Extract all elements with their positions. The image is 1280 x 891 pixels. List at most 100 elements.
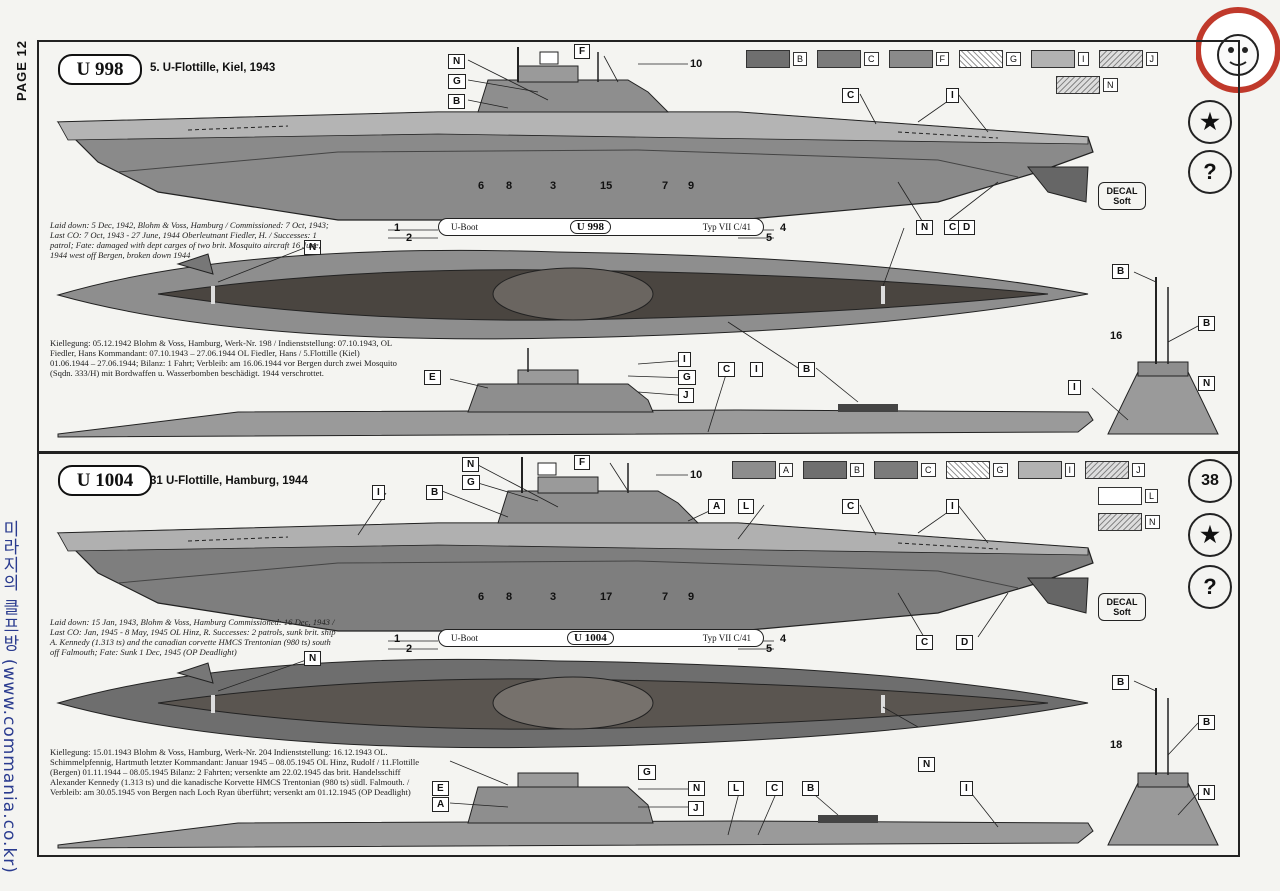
swatch-a: A xyxy=(732,461,794,479)
callout-l: L xyxy=(738,499,755,514)
callout-b-3: B xyxy=(1112,675,1130,690)
warning-icon: ★ xyxy=(1188,100,1232,144)
decal-tower: 16 xyxy=(1110,330,1123,342)
strip-mid: U 1004 xyxy=(567,631,614,645)
decal-soft-label: DECAL Soft xyxy=(1098,593,1146,621)
strip-left: U-Boot xyxy=(451,633,478,643)
callout-n-4: N xyxy=(1198,376,1216,391)
callout-n-3: N xyxy=(918,757,936,772)
callout-b-4: B xyxy=(1198,715,1216,730)
decal-c: 3 xyxy=(550,180,557,192)
callout-b: B xyxy=(448,94,466,109)
corner-number-icon: 38 xyxy=(1188,459,1232,503)
callout-i: I xyxy=(372,485,385,500)
swatch-n: N xyxy=(1098,513,1160,531)
callout-c: C xyxy=(842,88,860,103)
decal-1: 1 xyxy=(394,633,401,645)
decal-e: 7 xyxy=(662,180,669,192)
decal-5: 5 xyxy=(766,643,773,655)
decal-2: 2 xyxy=(406,232,413,244)
callout-g-2: G xyxy=(678,370,696,385)
decal-5: 5 xyxy=(766,232,773,244)
callout-n: N xyxy=(462,457,480,472)
swatch-g: G xyxy=(945,461,1008,479)
color-swatches: B C F G I J N xyxy=(746,50,1216,94)
callout-e: E xyxy=(432,781,449,796)
callout-c-2: C xyxy=(916,635,934,650)
callout-d: D xyxy=(958,220,976,235)
callout-b-2: B xyxy=(798,362,816,377)
decal-10: 10 xyxy=(690,469,703,481)
hull-number-strip: U-Boot U 1004 Typ VII C/41 xyxy=(438,629,764,647)
callout-a-2: A xyxy=(432,797,450,812)
decal-b: 8 xyxy=(506,591,513,603)
decal-4: 4 xyxy=(780,633,787,645)
callout-a: A xyxy=(708,499,726,514)
watermark-text: 미라지의 클프방 (www.commania.co.kr) xyxy=(0,520,19,874)
decal-c: 3 xyxy=(550,591,557,603)
callout-n-5: N xyxy=(1198,785,1216,800)
flotilla-label: 31 U-Flottille, Hamburg, 1944 xyxy=(150,475,308,487)
color-swatches: A B C G I J L N xyxy=(732,461,1172,531)
callout-c-3: C xyxy=(766,781,784,796)
callout-b-4: B xyxy=(1198,316,1216,331)
callout-i-3: I xyxy=(960,781,973,796)
u1004-diagram xyxy=(56,457,1219,849)
swatch-b: B xyxy=(803,461,865,479)
swatch-c: C xyxy=(874,461,936,479)
decal-tower: 18 xyxy=(1110,739,1123,751)
history-note-en: Laid down: 5 Dec, 1942, Blohm & Voss, Ha… xyxy=(50,220,329,260)
decal-b: 8 xyxy=(506,180,513,192)
callout-c: C xyxy=(842,499,860,514)
callout-i-2: I xyxy=(678,352,691,367)
history-note-de: Kiellegung: 05.12.1942 Blohm & Voss, Ham… xyxy=(50,338,397,378)
decal-4: 4 xyxy=(780,222,787,234)
strip-right: Typ VII C/41 xyxy=(702,222,751,232)
decal-a: 6 xyxy=(478,591,485,603)
callout-i: I xyxy=(946,88,959,103)
swatch-j: J xyxy=(1098,50,1159,68)
callout-i-2: I xyxy=(946,499,959,514)
callout-g-2: G xyxy=(638,765,656,780)
question-icon: ? xyxy=(1188,565,1232,609)
callout-i-4: I xyxy=(1068,380,1081,395)
callout-n-3: N xyxy=(304,240,322,255)
u998-diagram xyxy=(56,47,1219,438)
swatch-b: B xyxy=(746,50,808,68)
callout-n-2: N xyxy=(304,651,322,666)
callout-j: J xyxy=(688,801,704,816)
strip-right: Typ VII C/41 xyxy=(702,633,751,643)
callout-l-2: L xyxy=(728,781,745,796)
swatch-n: N xyxy=(1056,76,1118,94)
callout-n-2: N xyxy=(916,220,934,235)
callout-n: N xyxy=(448,54,466,69)
decal-soft-label: DECAL Soft xyxy=(1098,182,1146,210)
warning-icon: ★ xyxy=(1188,513,1232,557)
callout-g: G xyxy=(462,475,480,490)
decal-2: 2 xyxy=(406,643,413,655)
decal-a: 6 xyxy=(478,180,485,192)
question-icon: ? xyxy=(1188,150,1232,194)
callout-d: D xyxy=(956,635,974,650)
decal-e: 7 xyxy=(662,591,669,603)
decal-1: 1 xyxy=(394,222,401,234)
strip-left: U-Boot xyxy=(451,222,478,232)
callout-j: J xyxy=(678,388,694,403)
strip-mid: U 998 xyxy=(569,220,611,234)
decal-f: 9 xyxy=(688,180,695,192)
swatch-j: J xyxy=(1085,461,1145,479)
section-divider xyxy=(37,451,1240,454)
boat-title: U 1004 xyxy=(58,465,152,496)
section-u1004: U 1004 31 U-Flottille, Hamburg, 1944 A B… xyxy=(38,455,1238,865)
swatch-c: C xyxy=(817,50,879,68)
decal-f: 9 xyxy=(688,591,695,603)
swatch-f: F xyxy=(888,50,950,68)
callout-b-3: B xyxy=(1112,264,1130,279)
swatch-i: I xyxy=(1031,50,1089,68)
section-u998: U 998 5. U-Flottille, Kiel, 1943 B C F G… xyxy=(38,42,1238,452)
callout-e: E xyxy=(424,370,441,385)
callout-n-4: N xyxy=(688,781,706,796)
callout-f: F xyxy=(574,455,591,470)
callout-i-3: I xyxy=(750,362,763,377)
swatch-i: I xyxy=(1017,461,1076,479)
